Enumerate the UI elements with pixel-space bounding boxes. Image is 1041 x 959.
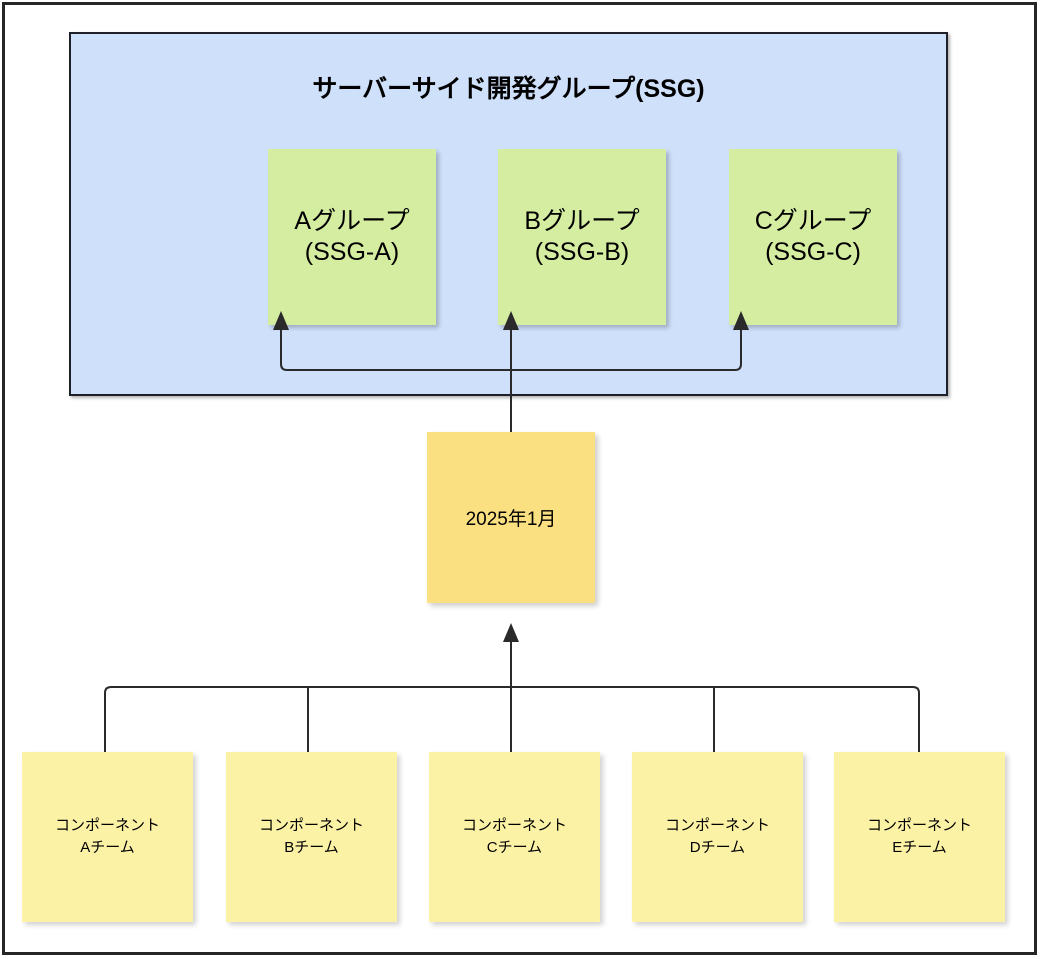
milestone-label: 2025年1月 [465,509,557,530]
comp-d-line2: Dチーム [689,839,746,856]
group-a-code: (SSG-A) [304,238,400,266]
comp-c-line1: コンポーネント [461,817,567,835]
group-box-ssg-c[interactable]: Cグループ (SSG-C) [729,149,897,325]
component-box-team-c[interactable]: コンポーネント Cチーム [429,752,600,922]
comp-b-line2: Bチーム [284,839,339,856]
arrowhead-to-milestone [503,623,519,642]
component-box-team-e[interactable]: コンポーネント Eチーム [834,752,1005,922]
comp-e-line1: コンポーネント [866,817,972,835]
component-box-team-a[interactable]: コンポーネント Aチーム [22,752,193,922]
ssg-container: サーバーサイド開発グループ(SSG) Aグループ (SSG-A) Bグループ (… [69,32,948,396]
component-box-team-b[interactable]: コンポーネント Bチーム [226,752,397,922]
comp-a-line1: コンポーネント [54,817,160,835]
lower-bus-line [104,686,920,752]
group-b-name: Bグループ [524,206,640,235]
comp-b-line1: コンポーネント [258,817,364,835]
comp-c-line2: Cチーム [486,839,543,856]
milestone-box-2025-01[interactable]: 2025年1月 [427,432,595,603]
comp-d-line1: コンポーネント [664,817,770,835]
group-b-code: (SSG-B) [534,238,630,266]
component-box-team-d[interactable]: コンポーネント Dチーム [632,752,803,922]
group-a-name: Aグループ [294,206,410,235]
comp-e-line2: Eチーム [892,839,947,856]
group-box-ssg-b[interactable]: Bグループ (SSG-B) [498,149,666,325]
group-box-ssg-a[interactable]: Aグループ (SSG-A) [268,149,436,325]
ssg-title: サーバーサイド開発グループ(SSG) [312,75,705,103]
group-c-name: Cグループ [754,206,872,235]
comp-a-line2: Aチーム [80,839,135,856]
group-c-code: (SSG-C) [765,238,861,266]
